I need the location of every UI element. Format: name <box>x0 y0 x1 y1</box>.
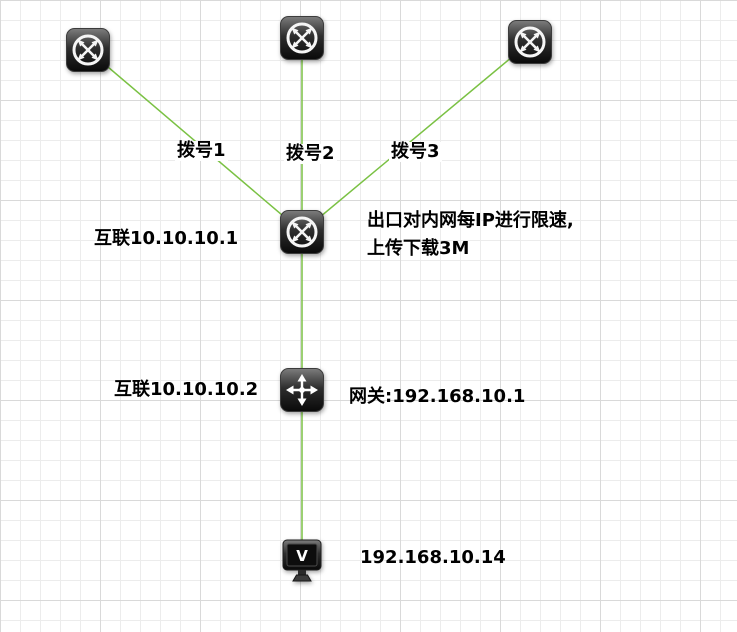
label-gateway-interconnect-ip[interactable]: 互联10.10.10.2 <box>114 379 259 400</box>
router-icon <box>508 20 552 64</box>
label-dial2[interactable]: 拨号2 <box>284 143 337 164</box>
label-gateway-address[interactable]: 网关:192.168.10.1 <box>349 386 526 407</box>
label-rate-limit-note-line1[interactable]: 出口对内网每IP进行限速, <box>367 210 574 231</box>
router-node-dial2[interactable] <box>280 16 324 60</box>
router-icon <box>280 210 324 254</box>
label-rate-limit-note-line2[interactable]: 上传下载3M <box>367 238 470 259</box>
router-node-dial1[interactable] <box>66 28 110 72</box>
l3-switch-icon <box>280 368 324 412</box>
monitor-icon <box>280 539 324 583</box>
l3-switch-node-gateway[interactable] <box>280 368 324 412</box>
router-icon <box>66 28 110 72</box>
router-node-dial3[interactable] <box>508 20 552 64</box>
router-node-core[interactable] <box>280 210 324 254</box>
label-dial1[interactable]: 拨号1 <box>175 140 228 161</box>
label-dial3[interactable]: 拨号3 <box>389 141 442 162</box>
label-pc-address[interactable]: 192.168.10.14 <box>360 547 506 568</box>
label-core-interconnect-ip[interactable]: 互联10.10.10.1 <box>94 228 239 249</box>
pc-node-terminal[interactable] <box>280 539 324 583</box>
link-dial3[interactable] <box>301 41 531 233</box>
router-icon <box>280 16 324 60</box>
